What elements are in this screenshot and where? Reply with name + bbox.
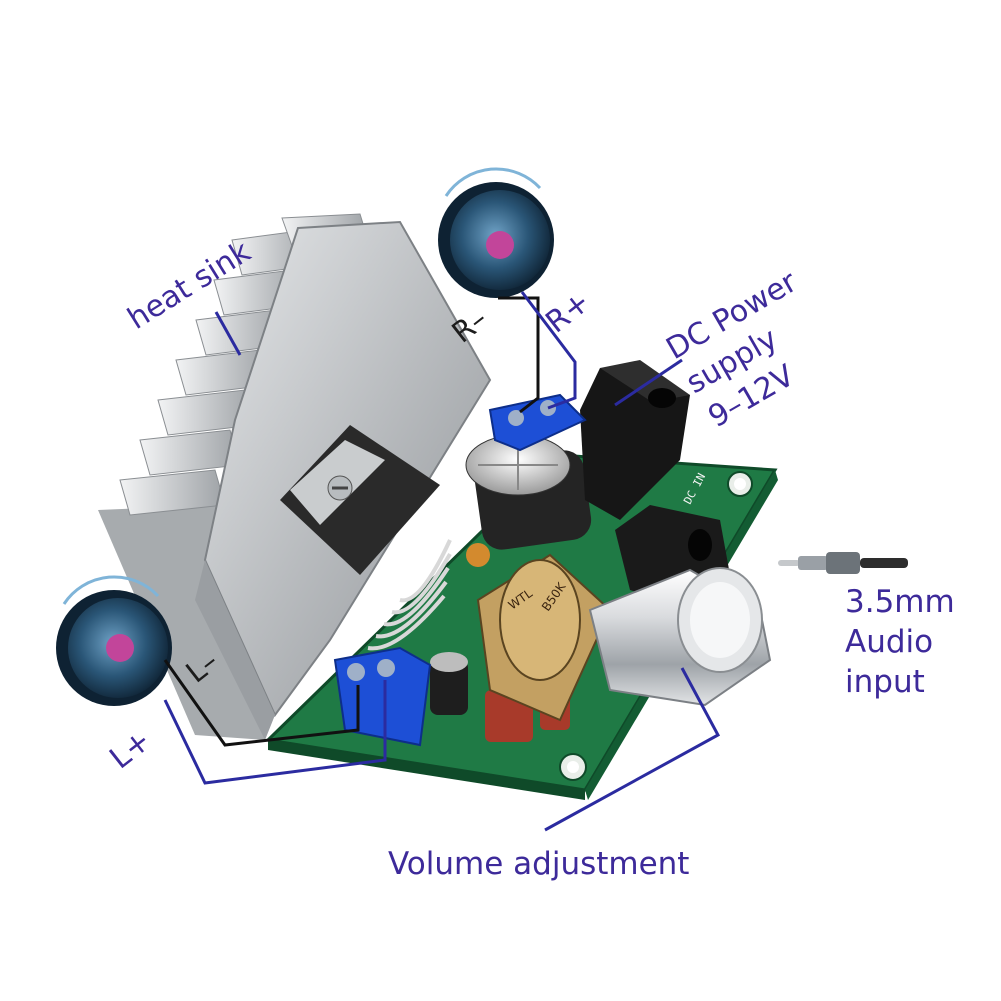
speaker-icon: [438, 167, 554, 298]
heat-sink-pointer: [214, 311, 242, 356]
wire-r-plus: [520, 291, 577, 410]
ic-pins: [367, 539, 452, 651]
volume-potentiometer: WTL B50K: [476, 553, 612, 722]
volume-pointer: [544, 667, 721, 832]
wire-r-minus: [498, 296, 540, 414]
dc-power-pointer: [614, 358, 683, 407]
audio-input-label-line3: input: [845, 664, 925, 700]
r-plus-label: R+: [539, 284, 597, 340]
terminal-block-right: [488, 393, 587, 452]
ceramic-capacitor: [466, 543, 490, 567]
small-capacitor: [430, 652, 468, 715]
dc-barrel-jack: [580, 360, 690, 520]
electrolytic-capacitor: [465, 434, 592, 550]
audio-jack-plug-icon: [778, 552, 908, 574]
l-plus-label: L+: [103, 723, 158, 776]
volume-adjustment-label: Volume adjustment: [388, 846, 689, 882]
audio-input-label-line2: Audio: [845, 624, 933, 660]
speaker-icon: [56, 575, 172, 706]
wire-l-plus: [163, 680, 387, 785]
audio-input-label-line1: 3.5mm: [845, 584, 955, 620]
wire-l-minus: [163, 659, 360, 747]
volume-knob: [588, 567, 772, 707]
heat-sink: [98, 213, 492, 740]
leader-lines: [163, 291, 721, 832]
amplifier-chip: [280, 425, 440, 575]
